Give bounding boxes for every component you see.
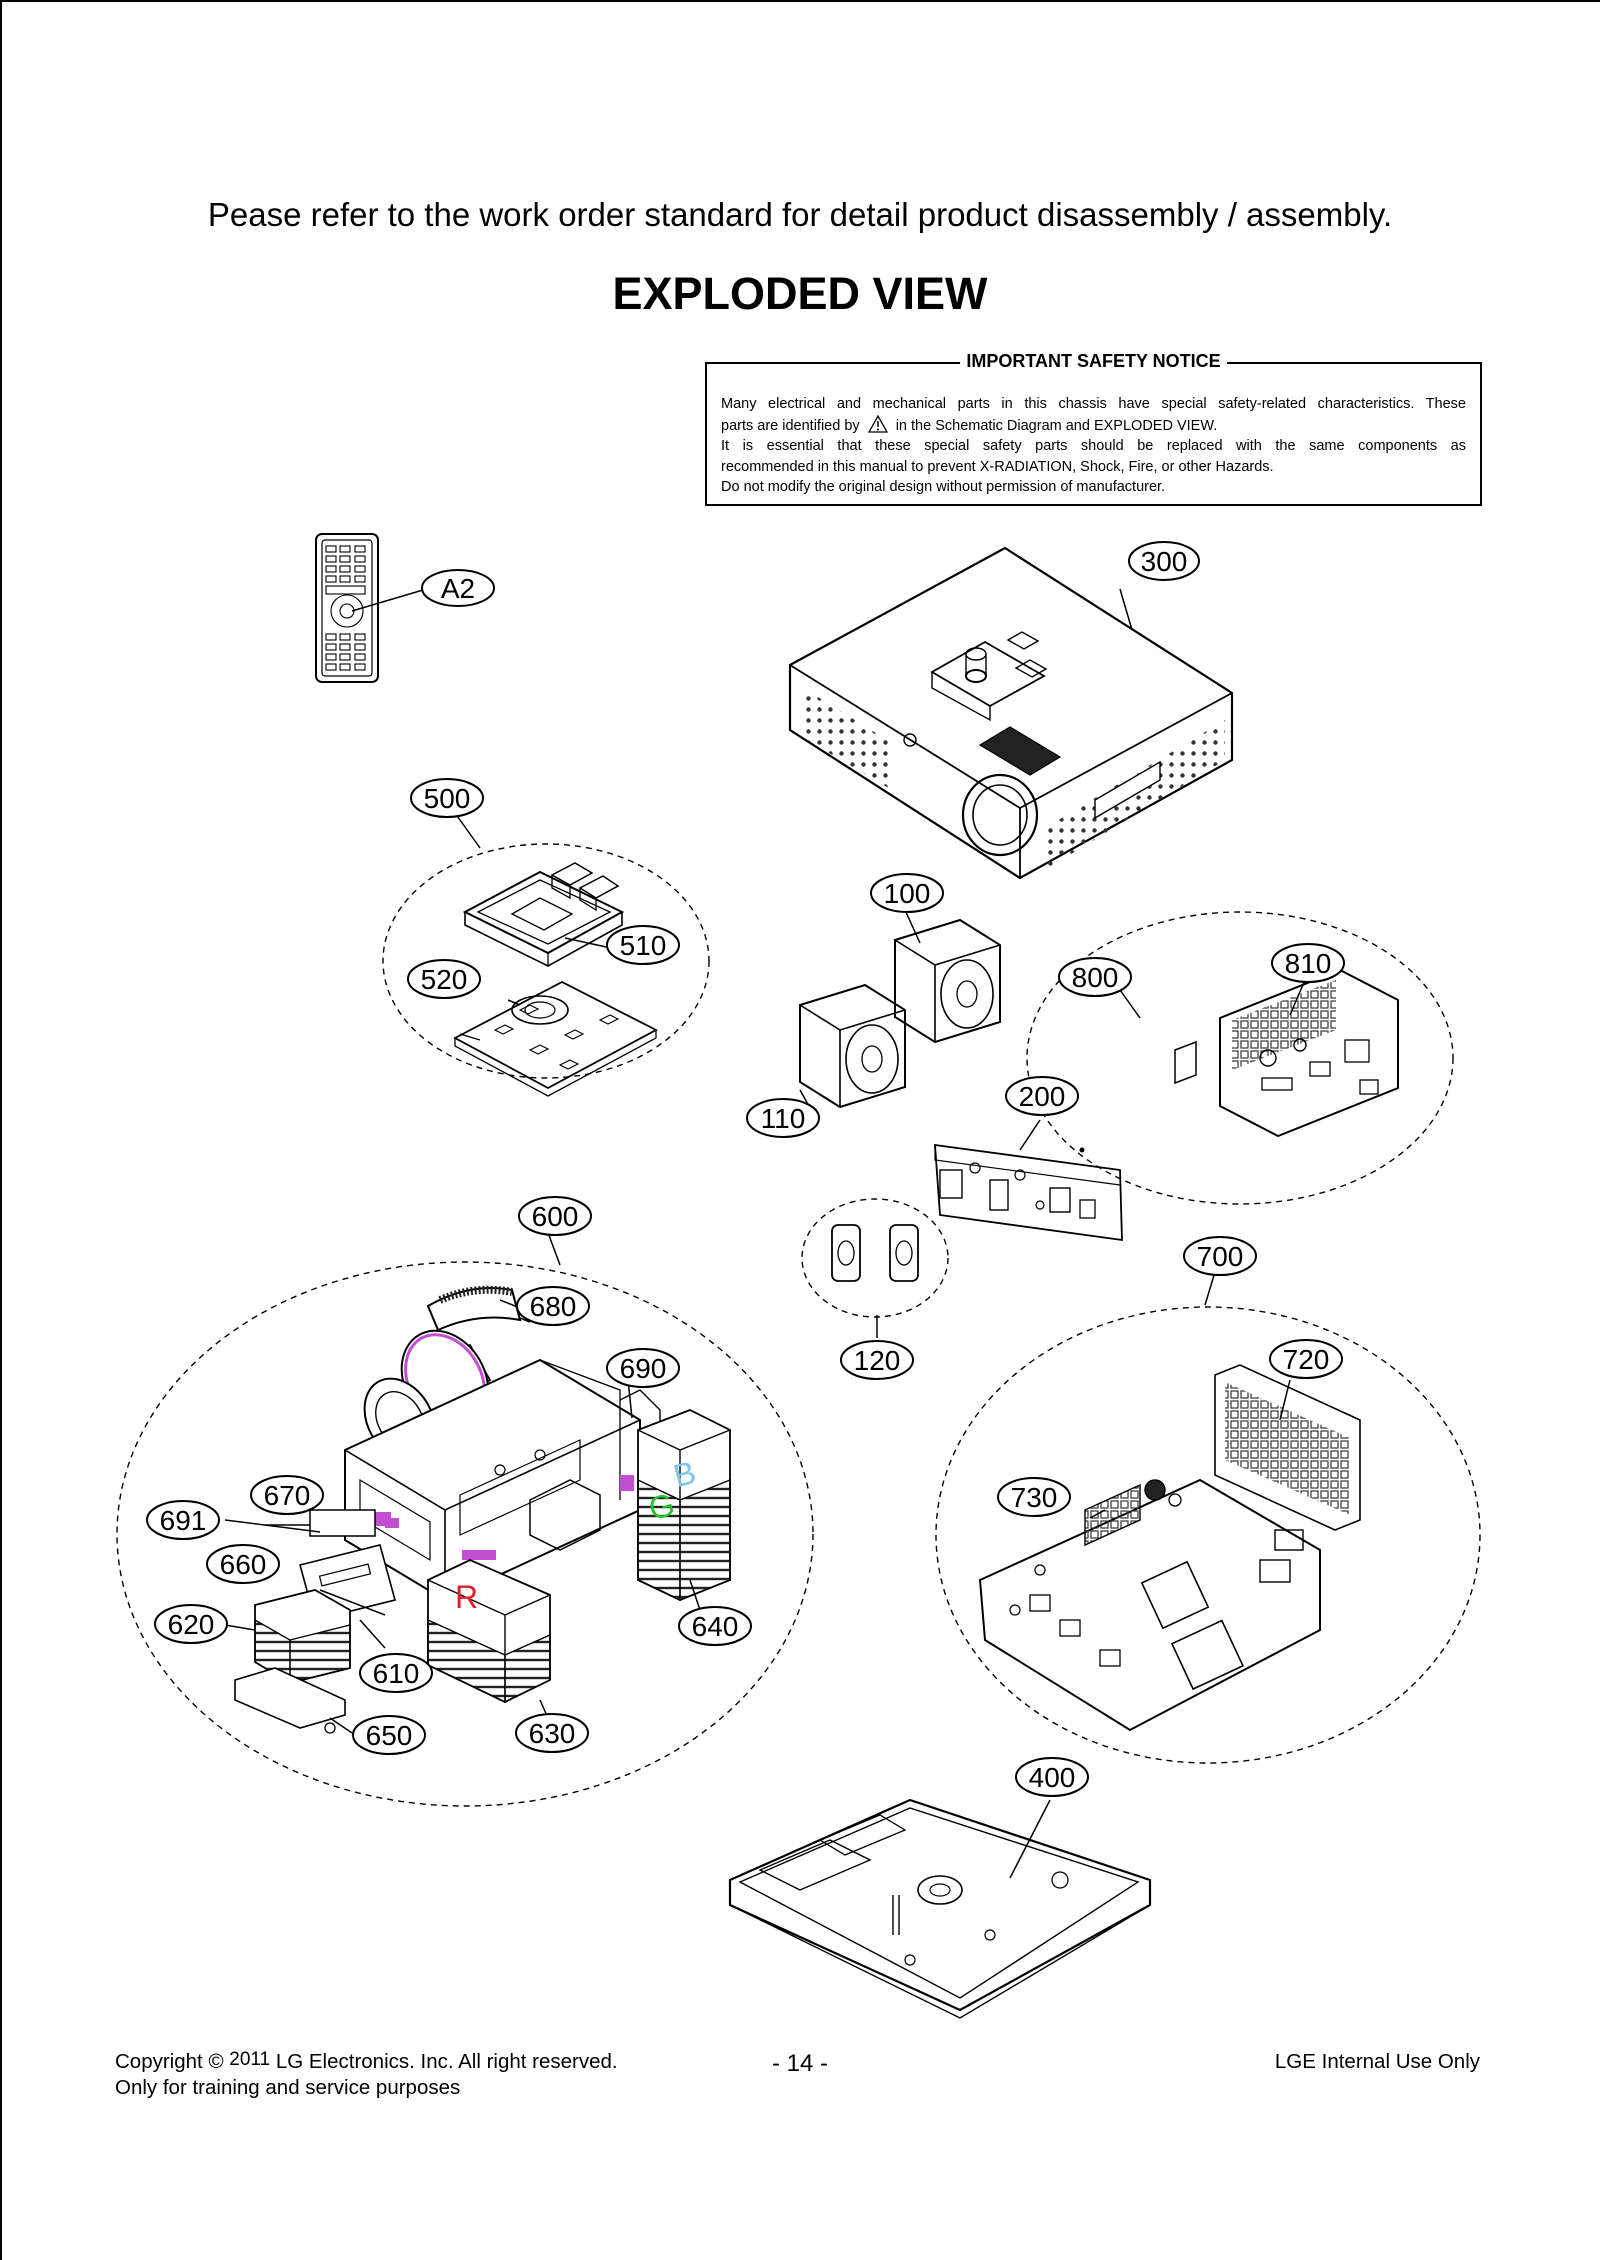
callout-620: 620 [154, 1604, 228, 1644]
svg-text:800: 800 [1072, 962, 1119, 993]
svg-text:700: 700 [1197, 1241, 1244, 1272]
footer-copyright: Copyright © 2011 LG Electronics. Inc. Al… [115, 2049, 618, 2074]
callout-660: 660 [206, 1544, 280, 1584]
svg-text:A2: A2 [441, 573, 475, 604]
svg-text:630: 630 [529, 1718, 576, 1749]
notice-line-2a: parts are identified by [721, 417, 860, 434]
svg-text:690: 690 [620, 1353, 667, 1384]
top-panel-510 [462, 862, 625, 967]
svg-text:520: 520 [421, 964, 468, 995]
callout-670: 670 [250, 1475, 324, 1515]
footer-copyright-prefix: Copyright [115, 2050, 203, 2073]
callout-a2: A2 [421, 569, 495, 607]
callout-510: 510 [606, 925, 680, 965]
group-120-outline [801, 1198, 949, 1318]
svg-text:200: 200 [1019, 1081, 1066, 1112]
svg-text:100: 100 [884, 878, 931, 909]
callout-120: 120 [840, 1340, 914, 1380]
safety-notice-box: IMPORTANT SAFETY NOTICE Many electrical … [705, 351, 1482, 506]
callout-400: 400 [1015, 1757, 1089, 1797]
keypad-board-520 [453, 980, 658, 1097]
callout-300: 300 [1128, 541, 1200, 581]
notice-line-1: Many electrical and mechanical parts in … [721, 396, 1466, 412]
callout-600: 600 [518, 1196, 592, 1236]
svg-text:610: 610 [373, 1658, 420, 1689]
footer-copyright-symbol: © [208, 2050, 224, 2073]
svg-text:730: 730 [1011, 1482, 1058, 1513]
notice-line-2: parts are identified by in the Schematic… [721, 414, 1466, 437]
callout-520: 520 [407, 959, 481, 999]
bottom-case [728, 1798, 1152, 2019]
callout-800: 800 [1058, 957, 1132, 997]
callout-630: 630 [515, 1713, 589, 1753]
main-board-700 [978, 1364, 1361, 1732]
prism-label-r: R [455, 1579, 478, 1615]
cooling-fans [799, 909, 1001, 1109]
svg-text:640: 640 [692, 1611, 739, 1642]
callout-200: 200 [1005, 1076, 1079, 1116]
footer-internal: LGE Internal Use Only [1274, 2050, 1480, 2073]
callout-720: 720 [1269, 1339, 1343, 1379]
safety-notice-body: Many electrical and mechanical parts in … [721, 394, 1466, 498]
svg-text:720: 720 [1283, 1344, 1330, 1375]
svg-text:810: 810 [1285, 948, 1332, 979]
svg-text:670: 670 [264, 1480, 311, 1511]
callout-700: 700 [1183, 1236, 1257, 1276]
group-800-outline [1026, 911, 1454, 1205]
callout-110: 110 [746, 1098, 820, 1138]
notice-line-2b: in the Schematic Diagram and EXPLODED VI… [895, 417, 1218, 434]
svg-text:650: 650 [366, 1720, 413, 1751]
footer-company: LG Electronics. Inc. All right reserved. [275, 2050, 618, 2073]
rear-panel-810 [1174, 968, 1399, 1138]
callout-690: 690 [606, 1348, 680, 1388]
callout-650: 650 [352, 1715, 426, 1755]
page-number: - 14 - [771, 2050, 828, 2077]
group-700-outline [935, 1306, 1481, 1764]
notice-line-3: It is essential that these special safet… [721, 438, 1466, 454]
svg-text:680: 680 [530, 1291, 577, 1322]
footer-year: 2011 [229, 2049, 271, 2070]
svg-text:110: 110 [761, 1103, 806, 1134]
callout-640: 640 [678, 1606, 752, 1646]
callout-100: 100 [870, 873, 944, 913]
svg-text:691: 691 [160, 1505, 207, 1536]
top-cover [788, 546, 1234, 880]
notice-line-4: recommended in this manual to prevent X-… [721, 458, 1274, 475]
callout-691: 691 [146, 1500, 220, 1540]
svg-text:400: 400 [1029, 1762, 1076, 1793]
callout-810: 810 [1271, 943, 1345, 983]
remote-control [315, 533, 424, 683]
svg-text:600: 600 [532, 1201, 579, 1232]
svg-text:300: 300 [1141, 546, 1188, 577]
footer-purpose: Only for training and service purposes [115, 2076, 461, 2099]
group-600-outline [116, 1261, 814, 1807]
callout-730: 730 [997, 1477, 1071, 1517]
optical-engine [224, 1285, 731, 1734]
svg-text:660: 660 [220, 1549, 267, 1580]
callout-680: 680 [516, 1286, 590, 1326]
svg-text:510: 510 [620, 930, 667, 961]
speakers [831, 1224, 919, 1338]
power-board-200 [934, 1119, 1123, 1242]
intro-text: Pease refer to the work order standard f… [207, 196, 1393, 233]
group-500-outline [382, 843, 710, 1079]
callout-610: 610 [359, 1653, 433, 1693]
callout-500: 500 [410, 778, 484, 818]
page-title: EXPLODED VIEW [612, 268, 988, 319]
svg-text:620: 620 [168, 1609, 215, 1640]
safety-notice-heading: IMPORTANT SAFETY NOTICE [960, 351, 1227, 371]
notice-line-5: Do not modify the original design withou… [721, 479, 1166, 495]
svg-text:500: 500 [424, 783, 471, 814]
warning-triangle-icon [867, 414, 888, 433]
svg-text:120: 120 [854, 1345, 901, 1376]
